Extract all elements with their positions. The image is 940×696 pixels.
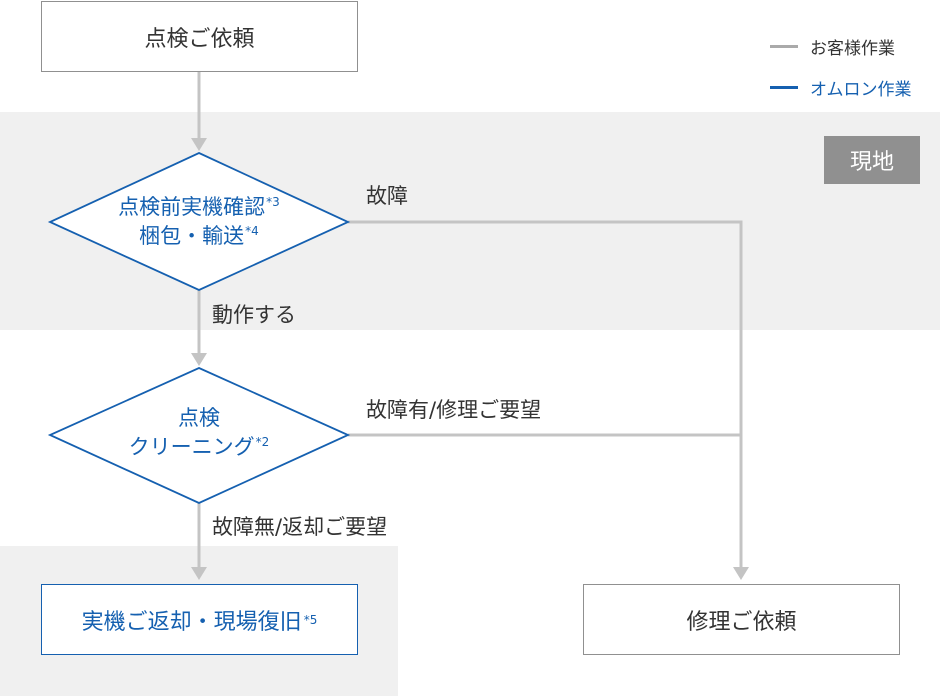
edge-label-fault: 故障 (366, 184, 408, 208)
connector-fault-branch (348, 220, 743, 570)
legend-omron-label: オムロン作業 (810, 80, 912, 100)
arrowhead-to-precheck (191, 138, 207, 151)
node-repair-request-label: 修理ご依頼 (686, 609, 797, 635)
edge-label-works: 動作する (212, 303, 296, 327)
node-request-inspection-label: 点検ご依頼 (144, 26, 255, 52)
node-precheck-line1-text: 点検前実機確認 (118, 195, 266, 219)
edge-label-fault-or-repair: 故障有/修理ご要望 (366, 398, 542, 422)
node-precheck-line2: 梱包・輸送*4 (60, 222, 338, 251)
decision-precheck-diamond (47, 152, 351, 291)
node-inspection-text: 点検 クリーニング*2 (60, 404, 338, 462)
decision-inspection-diamond (47, 367, 351, 504)
node-precheck-line1: 点検前実機確認*3 (60, 193, 338, 222)
arrowhead-to-return (191, 567, 207, 580)
node-inspection-line1: 点検 (178, 406, 220, 430)
edge-label-no-fault-return: 故障無/返却ご要望 (212, 515, 388, 539)
legend-omron: オムロン作業 (770, 75, 912, 100)
node-precheck-note2: *4 (245, 224, 259, 238)
node-precheck-note1: *3 (266, 195, 280, 209)
node-inspection-note: *2 (255, 435, 270, 449)
node-inspection-line2-text: クリーニング (128, 435, 255, 459)
node-return-unit-label: 実機ご返却・現場復旧 (81, 609, 302, 635)
legend-customer-label: お客様作業 (810, 39, 895, 59)
node-return-unit: 実機ご返却・現場復旧*5 (41, 584, 358, 655)
node-precheck-line2-text: 梱包・輸送 (139, 224, 245, 248)
area-label-onsite: 現地 (824, 136, 920, 184)
node-inspection-line2: クリーニング*2 (60, 433, 338, 462)
legend-customer: お客様作業 (770, 34, 895, 59)
node-repair-request: 修理ご依頼 (583, 584, 900, 655)
arrowhead-to-repair (733, 567, 749, 580)
node-precheck-text: 点検前実機確認*3 梱包・輸送*4 (60, 193, 338, 251)
legend-customer-swatch (770, 45, 798, 48)
arrowhead-to-inspection (191, 353, 207, 366)
node-request-inspection: 点検ご依頼 (41, 1, 358, 72)
legend-omron-swatch (770, 86, 798, 89)
